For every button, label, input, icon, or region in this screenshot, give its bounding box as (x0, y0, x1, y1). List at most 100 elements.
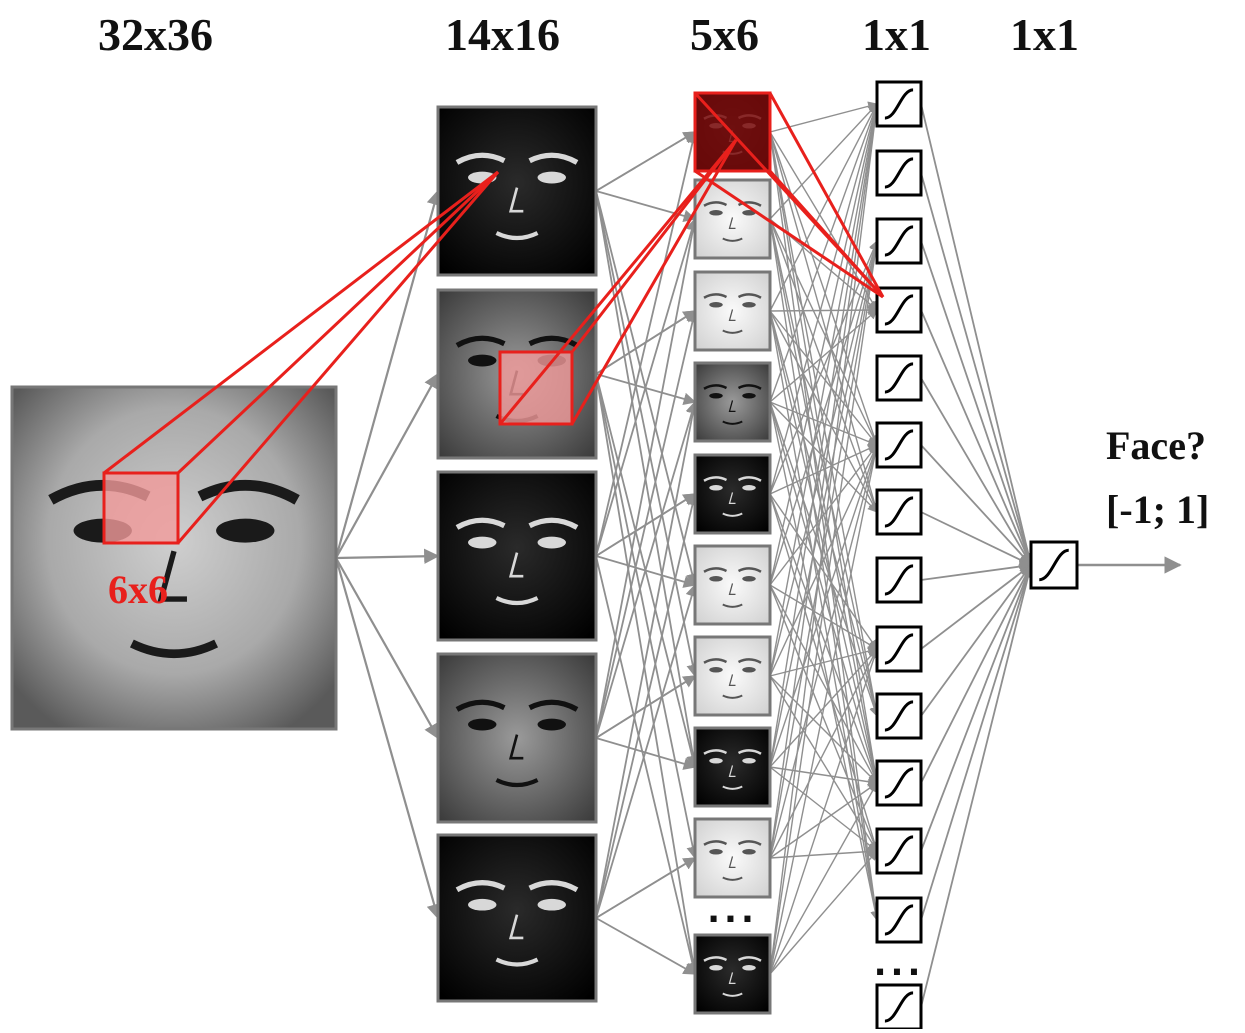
edge-conv2-hidden (769, 218, 881, 921)
conv2-feature-map (693, 817, 772, 899)
edge-hidden-output (920, 377, 1032, 567)
conv2-feature-map (693, 726, 772, 808)
hidden-neuron (875, 692, 923, 740)
hidden-neuron (875, 556, 923, 604)
edge-hidden-output (920, 563, 1034, 921)
sigmoid-icon (884, 904, 914, 936)
sigmoid-icon (1038, 548, 1070, 582)
sigmoid-icon (884, 633, 914, 665)
edge-input-conv1 (334, 189, 442, 559)
edge-conv2-hidden (769, 493, 880, 852)
sigmoid-icon (884, 564, 914, 596)
neuron-box (1029, 540, 1079, 590)
sigmoid-icon (884, 429, 914, 461)
hidden-neuron (875, 421, 923, 469)
edge-conv2-hidden (769, 401, 878, 447)
edge-conv2-hidden (769, 444, 878, 495)
hidden-neuron (875, 80, 923, 128)
sigmoid-icon (884, 157, 914, 189)
kernel-size-label: 6x6 (108, 567, 168, 612)
feature-maps-layer: ... (10, 91, 772, 1015)
sigmoid-icon (884, 294, 914, 326)
edge-conv2-hidden (769, 782, 878, 975)
edge-input-conv1 (334, 557, 442, 920)
conv2-feature-map (693, 933, 772, 1015)
edge-conv2-hidden (769, 584, 878, 650)
sigmoid-icon (884, 835, 914, 867)
edge-conv2-hidden (769, 766, 878, 852)
edge-conv1-conv2 (595, 737, 697, 770)
edge-conv2-hidden (769, 850, 878, 975)
hidden-neuron (875, 896, 923, 944)
kernel-projection-line (103, 170, 499, 475)
kernel-projection-line (498, 139, 738, 425)
edge-conv2-hidden (769, 493, 878, 650)
edge-input-conv1 (335, 372, 439, 559)
sigmoid-icon (884, 496, 914, 528)
sigmoid-icon (884, 362, 914, 394)
sigmoid-icon (884, 700, 914, 732)
edge-hidden-output (920, 563, 1033, 852)
receptive-field-highlights (102, 91, 885, 545)
edge-hidden-output (920, 560, 1033, 581)
hidden-neuron (875, 759, 923, 807)
conv1-size-header: 14x16 (445, 9, 560, 60)
field-projection-line (768, 169, 885, 299)
output-range-label: [-1; 1] (1106, 487, 1210, 532)
input-face-image (10, 385, 338, 731)
edge-input-conv1 (335, 548, 440, 564)
edge-conv2-hidden (769, 646, 878, 677)
edge-conv1-conv2 (595, 373, 699, 769)
edge-conv2-hidden (769, 310, 881, 921)
edge-hidden-output (920, 511, 1033, 566)
edge-hidden-output (920, 563, 1035, 1008)
map-background (693, 453, 772, 535)
conv2-feature-map (693, 270, 772, 352)
edge-conv2-hidden (769, 218, 879, 513)
conv2-ellipsis: ... (707, 891, 758, 931)
edge-conv1-conv2 (595, 675, 697, 739)
edge-conv1-conv2 (595, 400, 700, 919)
hidden-neuron (875, 488, 923, 536)
edge-conv1-conv2 (595, 555, 699, 976)
edge-conv1-conv2 (595, 190, 699, 678)
hidden-neuron (875, 625, 923, 673)
edge-conv2-hidden (769, 444, 878, 677)
edge-conv2-hidden (769, 648, 878, 859)
hidden-neuron (875, 983, 923, 1031)
conv2-feature-map (693, 361, 772, 443)
sigmoid-icon (884, 767, 914, 799)
edge-conv2-hidden (769, 101, 878, 133)
edge-conv2-hidden (769, 103, 881, 677)
edge-conv2-hidden (769, 648, 879, 975)
edge-conv2-hidden (769, 103, 880, 495)
edge-hidden-output (920, 444, 1032, 566)
edge-conv2-hidden (769, 766, 878, 787)
hidden-neuron (875, 149, 923, 197)
neuron-box (875, 421, 923, 469)
hidden-neuron (875, 354, 923, 402)
map-background (693, 544, 772, 626)
edge-conv2-hidden (769, 444, 878, 586)
edge-hidden-output (920, 103, 1035, 567)
edge-conv1-conv2 (595, 130, 699, 557)
conv2-size-header: 5x6 (690, 9, 759, 60)
edge-conv1-conv2 (595, 583, 698, 919)
kernel-projection-line (176, 170, 500, 475)
edge-conv2-hidden (769, 131, 881, 921)
edge-conv2-hidden (769, 103, 881, 975)
conv1-feature-map (436, 652, 598, 824)
edge-conv1-conv2 (595, 373, 700, 976)
edge-conv1-conv2 (595, 190, 699, 587)
edge-conv2-hidden (769, 444, 881, 975)
hidden-neuron (875, 827, 923, 875)
input-kernel-box (102, 471, 180, 545)
field-projection-line (768, 92, 885, 298)
field-projection-line (694, 169, 884, 299)
edge-conv2-hidden (769, 310, 878, 446)
edge-conv2-hidden (769, 240, 879, 495)
sigmoid-icon (884, 88, 914, 120)
conv2-feature-map (693, 453, 772, 535)
edge-conv1-conv2 (595, 857, 697, 919)
edge-conv1-conv2 (595, 131, 697, 192)
